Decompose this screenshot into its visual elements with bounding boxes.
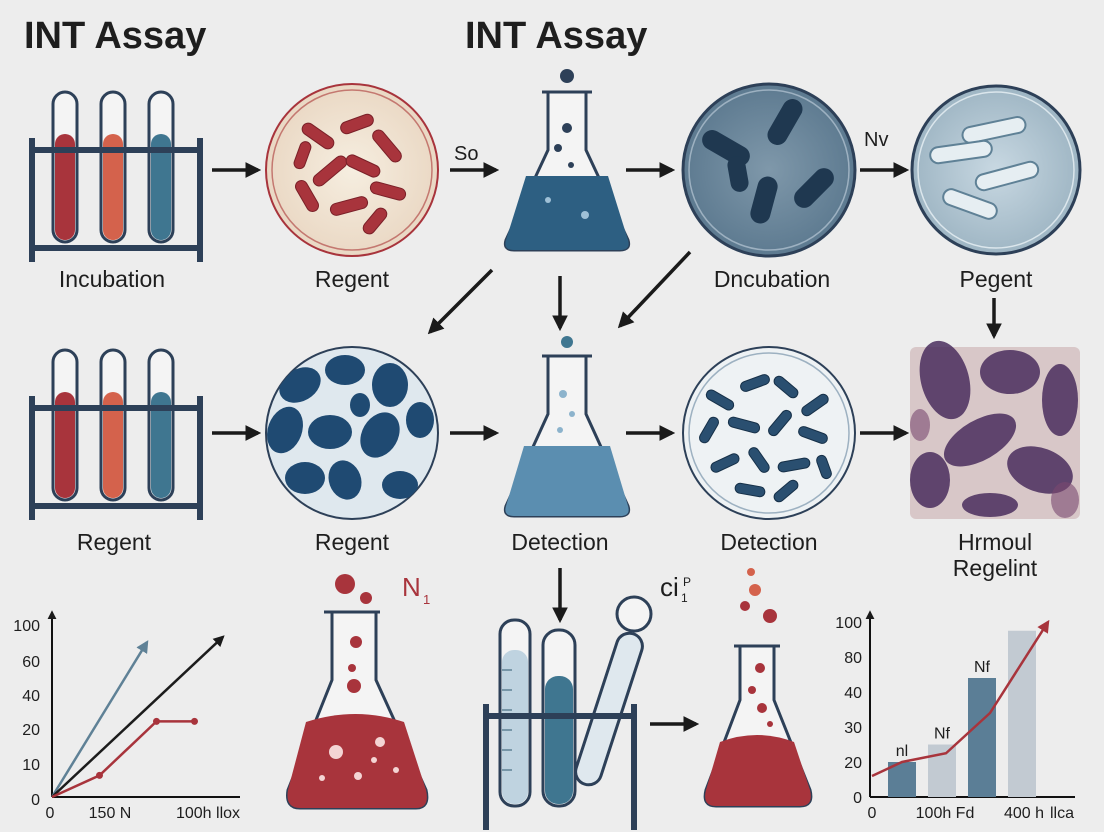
test-tube-rack-icon	[483, 595, 653, 830]
ci-subscript: 1	[681, 591, 688, 605]
x-tick-label: llca	[1050, 805, 1074, 822]
bar-label: Nf	[974, 659, 991, 676]
x-tick-label: 150 N	[89, 805, 132, 822]
y-tick-label: 40	[844, 685, 862, 702]
bar-label: Nf	[934, 726, 951, 743]
tube-rack-icon	[29, 90, 203, 262]
y-tick-label: 60	[22, 654, 40, 671]
arrow-label-so: So	[454, 143, 478, 165]
petri-dish-icon	[910, 84, 1082, 256]
y-tick-label: 20	[22, 722, 40, 739]
flask-icon	[503, 69, 631, 252]
trend-line	[871, 619, 1050, 778]
ci-label: ci	[660, 572, 679, 602]
x-tick-label: 0	[868, 805, 877, 822]
flask-icon	[286, 574, 429, 810]
data-point	[191, 717, 198, 725]
x-tick-label: 400 h	[1004, 805, 1044, 822]
y-tick-label: 0	[853, 790, 862, 807]
petri-dish-icon	[265, 83, 439, 257]
label-hrmoul: Hrmoul	[958, 529, 1032, 555]
label-incubation: Incubation	[59, 266, 165, 292]
tube-rack-icon	[29, 348, 203, 520]
bar	[928, 744, 956, 797]
label-regelint: Regelint	[953, 555, 1038, 581]
label-regent-3: Regent	[315, 529, 390, 555]
n1-label: N	[402, 572, 421, 602]
x-tick-label: 100h llox	[176, 805, 240, 822]
label-detection-2: Detection	[720, 529, 817, 555]
y-tick-label: 0	[31, 792, 40, 809]
label-detection-1: Detection	[511, 529, 608, 555]
label-regent-2: Regent	[77, 529, 152, 555]
arrow-label-nv: Nv	[864, 129, 888, 151]
data-point	[153, 717, 160, 725]
series-line	[50, 640, 149, 798]
x-tick-label: 100h Fd	[916, 805, 975, 822]
n1-subscript: 1	[423, 592, 430, 607]
bar-label: nl	[896, 743, 908, 760]
bar	[1008, 630, 1036, 797]
title-left: INT Assay	[24, 15, 206, 57]
flask-icon	[503, 336, 631, 518]
x-tick-label: 0	[46, 805, 55, 822]
arrow-diagonal	[427, 268, 494, 335]
flask-icon	[703, 568, 813, 808]
label-dncubation: Dncubation	[714, 266, 830, 292]
ci-superscript: P	[683, 575, 691, 589]
label-pegent: Pegent	[960, 266, 1034, 292]
bar	[888, 762, 916, 797]
micrograph-image	[910, 340, 1080, 519]
petri-dish-icon	[682, 346, 856, 520]
arrow-diagonal	[617, 250, 692, 329]
bar	[968, 678, 996, 797]
y-tick-label: 10	[22, 757, 40, 774]
title-center: INT Assay	[465, 15, 647, 57]
y-tick-label: 40	[22, 688, 40, 705]
y-tick-label: 20	[844, 755, 862, 772]
series-line	[51, 720, 195, 799]
series-line	[51, 635, 225, 798]
data-point	[96, 771, 103, 779]
petri-dish-icon	[681, 82, 857, 258]
y-tick-label: 100	[13, 618, 40, 635]
y-tick-label: 100	[835, 615, 862, 632]
y-tick-label: 80	[844, 650, 862, 667]
microscopy-dish-icon	[265, 346, 439, 520]
y-tick-label: 30	[844, 720, 862, 737]
label-regent-1: Regent	[315, 266, 390, 292]
